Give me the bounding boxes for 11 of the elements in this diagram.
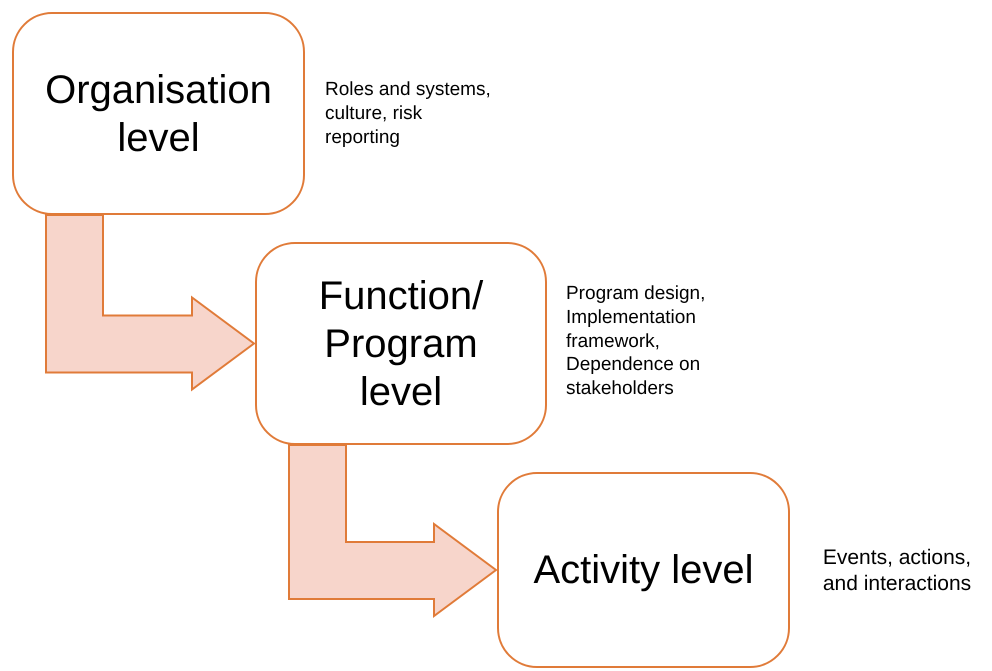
level-box: [255, 242, 547, 445]
level-title: Organisation level: [44, 66, 273, 162]
block-arrow: [45, 214, 256, 392]
level-description: Events, actions, and interactions: [822, 545, 972, 598]
level-box: [12, 12, 305, 215]
level-description: Roles and systems, culture, risk reporting: [325, 78, 492, 150]
level-title: Function/ Program level: [318, 272, 484, 416]
level-title: Activity level: [533, 547, 754, 594]
level-description: Program design, Implementation framework, Dependence on stakeholders: [566, 282, 706, 401]
block-arrow: [288, 444, 498, 618]
level-box: [497, 472, 790, 668]
